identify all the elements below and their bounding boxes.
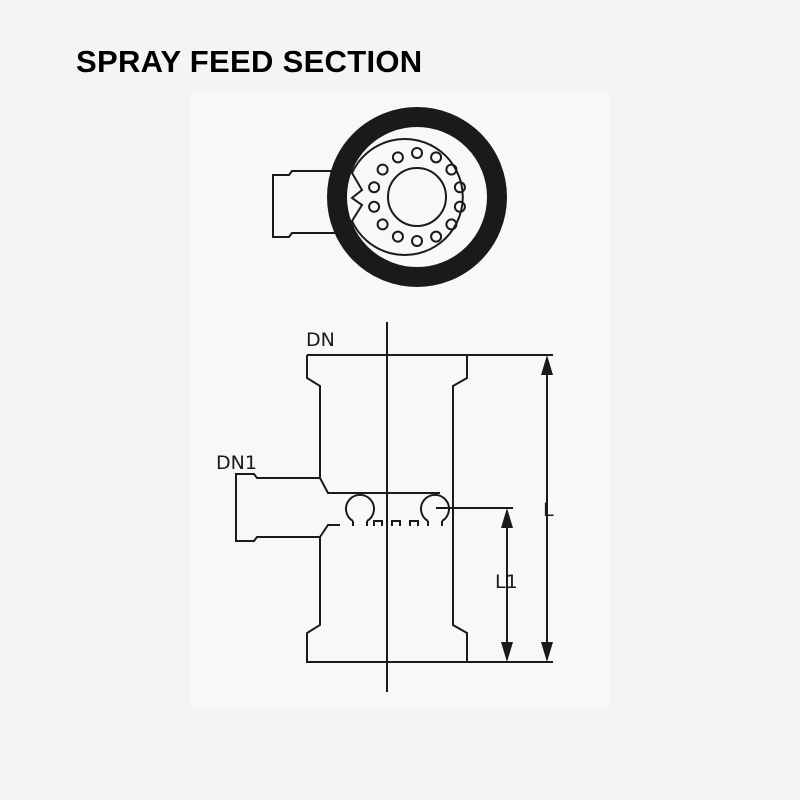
spray-hole <box>411 235 423 247</box>
spray-hole <box>411 147 423 159</box>
arrow-l1-bottom <box>501 642 513 662</box>
diagram-title: SPRAY FEED SECTION <box>76 44 423 79</box>
side-view <box>235 322 553 692</box>
arrow-l-top <box>541 355 553 375</box>
spray-hole <box>445 218 458 231</box>
manifold-pipe-left <box>345 493 375 526</box>
spray-nozzles <box>373 520 419 526</box>
label-l1: L1 <box>495 571 518 593</box>
manifold-pipe-right <box>420 493 450 526</box>
top-inlet-nozzle <box>272 170 345 238</box>
spray-hole <box>368 181 381 194</box>
spray-hole <box>391 230 404 243</box>
label-l: L <box>543 499 554 521</box>
top-view <box>272 107 507 287</box>
spray-hole <box>430 151 443 164</box>
spray-hole <box>391 151 404 164</box>
center-bore <box>387 167 447 227</box>
spray-hole <box>453 200 466 213</box>
label-dn1: DN1 <box>216 452 257 474</box>
spray-hole <box>376 218 389 231</box>
body-outline-b <box>306 355 440 494</box>
arrow-l-bottom <box>541 642 553 662</box>
arrowheads <box>501 355 553 662</box>
label-dn: DN <box>306 329 335 351</box>
distribution-ring <box>350 138 464 256</box>
spray-hole <box>368 200 381 213</box>
spray-hole <box>376 163 389 176</box>
spray-hole <box>430 230 443 243</box>
spray-hole <box>453 181 466 194</box>
arrow-l1-top <box>501 508 513 528</box>
outer-ring <box>327 107 507 287</box>
dn1-inlet <box>235 473 320 542</box>
spray-holes <box>368 147 466 247</box>
spray-hole <box>445 163 458 176</box>
